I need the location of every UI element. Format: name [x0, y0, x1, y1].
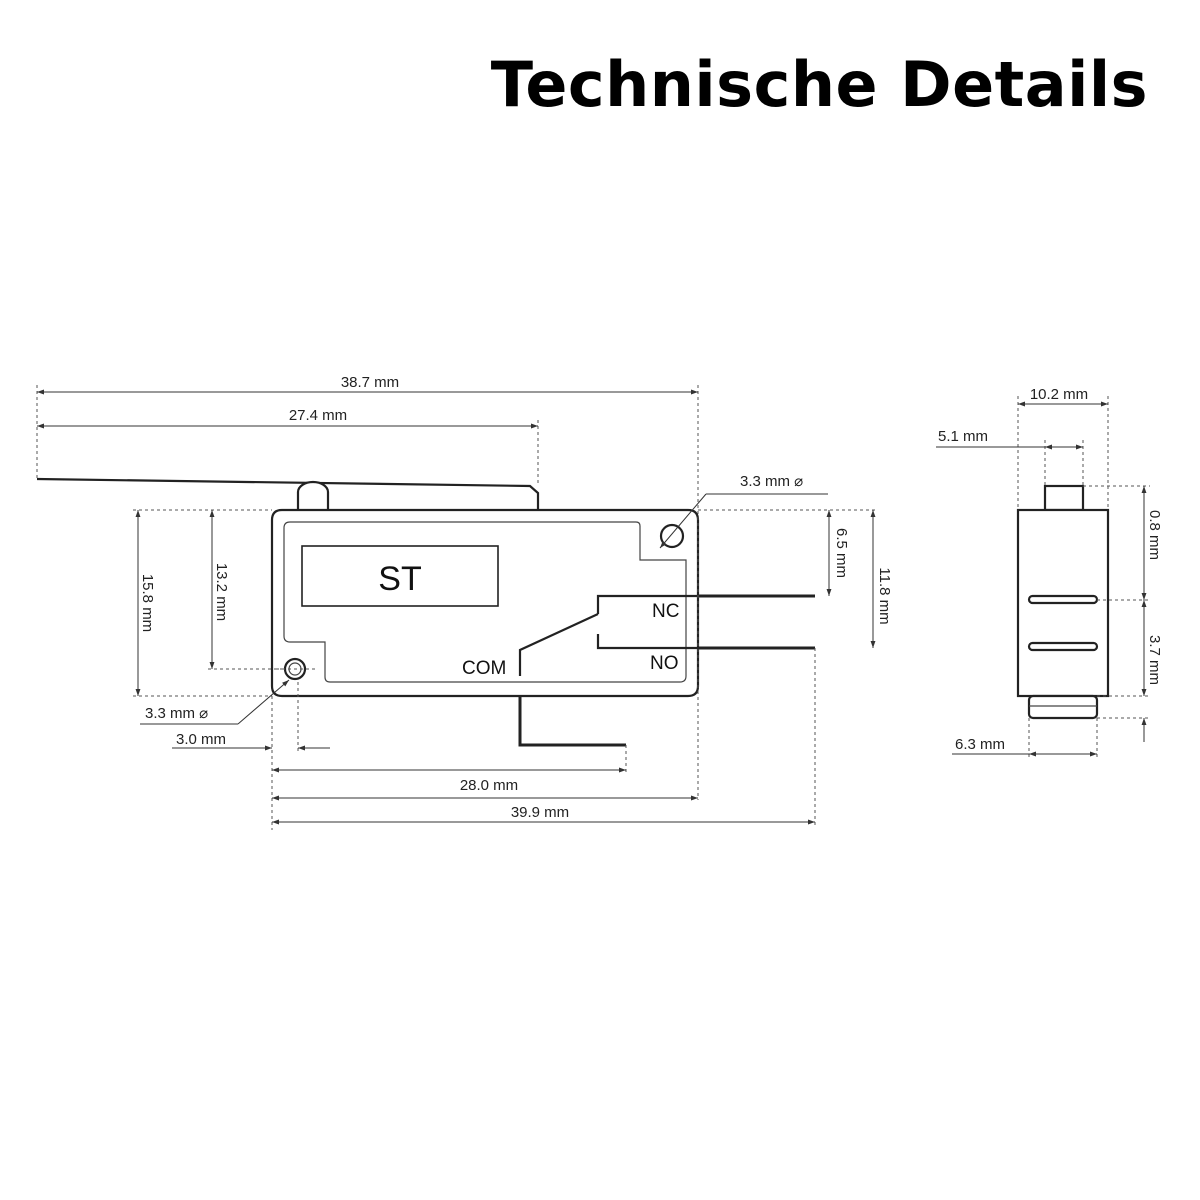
side-terminal-nc [1027, 594, 1099, 605]
dim-overall-with-lever: 38.7 mm [341, 374, 399, 391]
com-terminal-pin [518, 696, 626, 747]
body-inner-contour [283, 521, 687, 683]
dim-actuator-height: 0.8 mm [1146, 510, 1163, 560]
page-title: Technische Details [490, 48, 1148, 121]
top-mounting-hole [659, 523, 685, 549]
dim-lever-to-roller: 27.4 mm [289, 407, 347, 424]
dim-bottom-hole: 3.3 mm ⌀ [145, 705, 208, 722]
no-label: NO [650, 653, 679, 674]
side-terminal-com [1027, 694, 1099, 720]
dim-top-hole: 3.3 mm ⌀ [740, 473, 803, 490]
actuator-lever [36, 477, 540, 510]
side-view: 10.2 mm 5.1 mm 0.8 mm 3.7 mm 6.3 mm [936, 386, 1163, 760]
nc-label: NC [652, 601, 679, 622]
label-box [301, 545, 499, 607]
label-text: ST [378, 560, 421, 598]
dim-actuator-width: 5.1 mm [938, 428, 988, 445]
dim-terminal-width: 6.3 mm [955, 736, 1005, 753]
side-terminal-no [1027, 641, 1099, 652]
dim-body-height: 15.8 mm [139, 574, 156, 632]
side-actuator [1043, 484, 1085, 512]
dim-hole-offset: 3.0 mm [176, 731, 226, 748]
dim-side-width: 10.2 mm [1030, 386, 1088, 403]
front-view: ST NC NO COM 38.7 mm 27.4 mm [36, 374, 893, 830]
dim-no-offset: 11.8 mm [876, 567, 893, 624]
internal-contacts [518, 594, 698, 676]
dim-nc-offset: 6.5 mm [833, 528, 850, 578]
dim-hole-height: 13.2 mm [213, 563, 230, 621]
dim-terminal-pitch: 3.7 mm [1146, 635, 1163, 685]
dim-com-pin: 28.0 mm [460, 777, 518, 794]
dim-overall-length: 39.9 mm [511, 804, 569, 821]
com-label: COM [462, 658, 506, 679]
